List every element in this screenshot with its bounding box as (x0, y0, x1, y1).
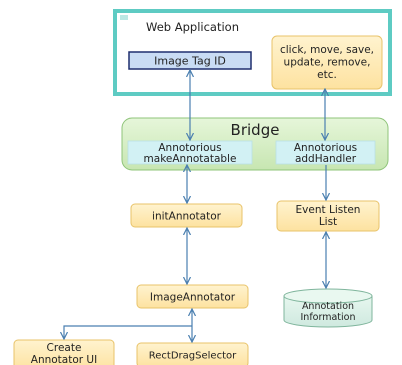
make-annotatable-box: Annotorious makeAnnotatable (127, 140, 253, 165)
image-annotator-box: ImageAnnotator (136, 284, 249, 309)
add-handler-line-1: Annotorious (294, 142, 357, 154)
event-listen-list-box: Event Listen List (276, 200, 380, 232)
image-tag-id-label: Image Tag ID (154, 55, 226, 68)
init-annotator-label: initAnnotator (152, 211, 222, 223)
add-handler-line-2: addHandler (295, 153, 357, 165)
actions-line-2: update, remove, (284, 57, 371, 69)
image-tag-id-box: Image Tag ID (128, 51, 252, 70)
add-handler-box: Annotorious addHandler (275, 140, 376, 165)
make-annotatable-line-1: Annotorious (158, 142, 221, 154)
create-annotator-ui-line-2: Annotator UI (31, 354, 97, 365)
init-annotator-box: initAnnotator (130, 203, 243, 228)
bridge-title: Bridge (231, 121, 280, 139)
make-annotatable-line-2: makeAnnotatable (144, 153, 237, 165)
image-annotator-label: ImageAnnotator (150, 292, 236, 304)
annotation-information-database: Annotation Information (283, 288, 373, 328)
annotation-information-line-2: Information (301, 312, 356, 323)
event-listen-list-line-2: List (319, 216, 337, 228)
actions-box: click, move, save, update, remove, etc. (271, 35, 383, 90)
web-application-title: Web Application (146, 20, 239, 34)
actions-line-1: click, move, save, (280, 44, 374, 56)
connectors (64, 70, 326, 342)
actions-line-3: etc. (317, 69, 337, 81)
annotation-information-line-1: Annotation (302, 301, 354, 312)
arrow-image-annotator-to-create-annotator-ui (64, 325, 192, 339)
rect-drag-selector-box: RectDragSelector (136, 342, 249, 365)
event-listen-list-line-1: Event Listen (296, 204, 361, 216)
create-annotator-ui-line-1: Create (47, 342, 82, 354)
rect-drag-selector-label: RectDragSelector (149, 351, 237, 362)
create-annotator-ui-box: Create Annotator UI (13, 339, 115, 365)
